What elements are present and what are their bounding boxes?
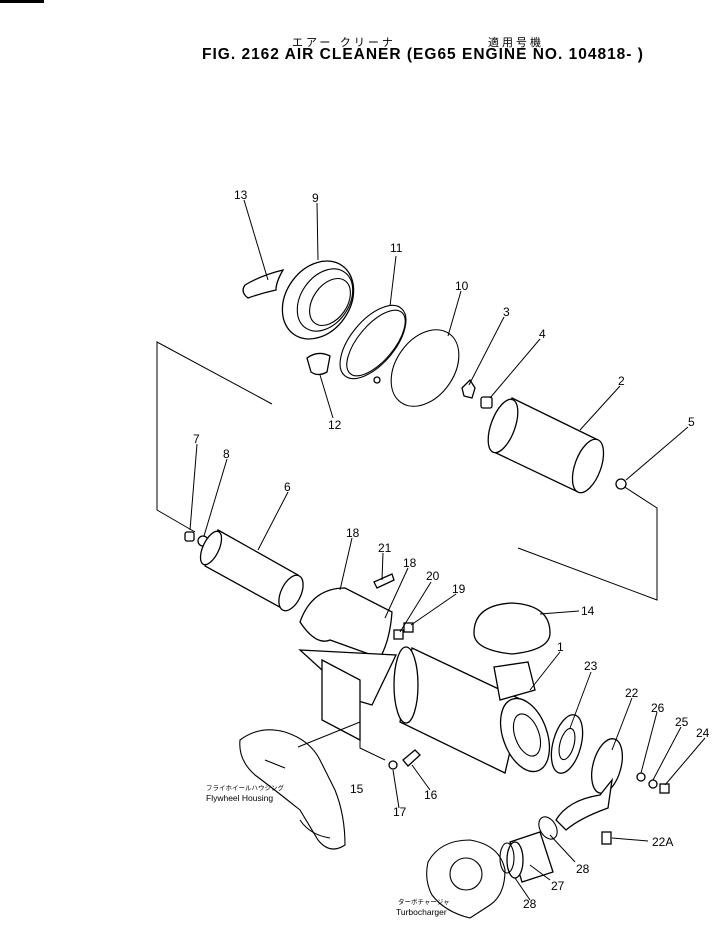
- part-23-gasket: [550, 714, 584, 774]
- part-19-nut: [403, 622, 414, 633]
- turbocharger-label: Turbocharger: [396, 907, 447, 917]
- part-2-outer-element: [487, 397, 605, 494]
- leader-lines: [189, 199, 706, 901]
- flywheel-housing-label: Flywheel Housing: [206, 793, 273, 803]
- callout-labels: 13 9 11 10 3 4 2 5 12 7 8 6 18 21 18 20 …: [193, 188, 710, 911]
- part-3-wing-nut: [461, 378, 476, 399]
- callout-18-lower: 18: [403, 556, 417, 570]
- component-labels: フライホイールハウジング Flywheel Housing ターボチャージャ T…: [206, 783, 449, 917]
- callout-13: 13: [234, 188, 248, 202]
- callout-10: 10: [455, 279, 469, 293]
- part-14-precleaner-cap: [473, 602, 551, 655]
- callout-16: 16: [424, 788, 438, 802]
- callout-8: 8: [223, 447, 230, 461]
- callout-3: 3: [503, 305, 510, 319]
- callout-7: 7: [193, 432, 200, 446]
- callout-15: 15: [350, 782, 364, 796]
- part-1-cleaner-body: [393, 646, 551, 774]
- callout-24: 24: [696, 726, 710, 740]
- leader-15: [297, 721, 386, 761]
- part-6-inner-element: [199, 529, 304, 612]
- callout-28-lower: 28: [523, 897, 537, 911]
- reference-lines: [156, 341, 658, 601]
- callout-20: 20: [426, 569, 440, 583]
- part-28-hose-clamp-upper: [538, 816, 558, 840]
- callout-25: 25: [675, 715, 689, 729]
- part-5-washer: [615, 478, 627, 490]
- callout-1: 1: [557, 640, 564, 654]
- callout-2: 2: [618, 374, 625, 388]
- callout-22: 22: [625, 686, 639, 700]
- part-9-cover-cap: [281, 260, 355, 340]
- part-11-clamp-band: [339, 304, 407, 384]
- callout-19: 19: [452, 582, 466, 596]
- callout-21: 21: [378, 541, 392, 555]
- turbocharger-sketch: [426, 839, 506, 919]
- part-4-nut: [480, 396, 493, 409]
- callout-28-upper: 28: [576, 862, 590, 876]
- part-24-nut: [659, 783, 670, 794]
- part-16-bolt: [402, 749, 421, 767]
- callout-6: 6: [284, 480, 291, 494]
- flywheel-housing-sketch: [239, 729, 346, 850]
- part-10-o-ring: [390, 329, 460, 407]
- callout-17: 17: [393, 805, 407, 819]
- callout-26: 26: [651, 701, 665, 715]
- flywheel-housing-label-jp: フライホイールハウジング: [206, 783, 285, 792]
- figure-title: FIG. 2162 AIR CLEANER (EG65 ENGINE NO. 1…: [202, 46, 644, 63]
- callout-12: 12: [328, 418, 342, 432]
- part-13-seal: [242, 269, 285, 299]
- turbocharger-label-jp: ターボチャージャ: [398, 897, 449, 906]
- applicable-models-japanese: 適用号機: [488, 36, 544, 49]
- callout-23: 23: [584, 659, 598, 673]
- part-7-nut: [184, 531, 195, 542]
- part-21-bolt: [373, 573, 395, 589]
- part-12-dust-valve: [306, 352, 331, 376]
- corner-rule: [0, 0, 44, 3]
- callout-11: 11: [390, 241, 403, 255]
- part-18-mounting-bracket: [298, 587, 398, 742]
- callout-14: 14: [581, 604, 595, 618]
- callout-22a: 22A: [652, 835, 673, 849]
- callout-4: 4: [539, 327, 546, 341]
- part-25-washer: [648, 779, 658, 789]
- callout-5: 5: [688, 415, 695, 429]
- part-22-elbow: [555, 738, 623, 831]
- callout-27: 27: [551, 879, 565, 893]
- callout-18-upper: 18: [346, 526, 360, 540]
- part-20-nut: [393, 629, 404, 640]
- part-26-washer: [636, 772, 646, 782]
- callout-9: 9: [312, 191, 319, 205]
- part-22a-plug: [601, 831, 612, 845]
- part-17-washer: [388, 760, 398, 770]
- title-japanese: エアー クリーナ: [292, 36, 396, 49]
